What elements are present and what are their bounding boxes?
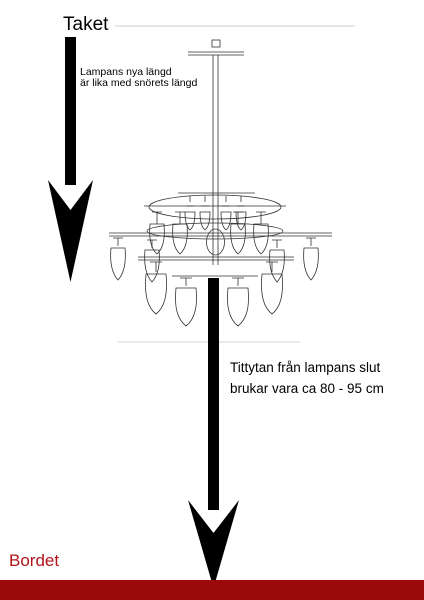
table-surface — [0, 580, 424, 600]
lamp-length-note-line1: Lampans nya längd — [80, 66, 172, 78]
table-label: Bordet — [9, 551, 60, 570]
chandelier-drawing — [109, 39, 332, 327]
lamp-length-arrow — [48, 37, 93, 282]
viewing-distance-arrow — [188, 278, 239, 588]
ceiling-label: Taket — [63, 14, 109, 35]
viewing-distance-line2: brukar vara ca 80 - 95 cm — [230, 381, 384, 396]
lamp-length-note-line2: är lika med snörets längd — [80, 77, 198, 89]
viewing-distance-note: Tittytan från lampans slut brukar vara c… — [230, 357, 384, 399]
lamp-length-note: Lampans nya längd är lika med snörets lä… — [80, 67, 197, 89]
viewing-distance-line1: Tittytan från lampans slut — [230, 360, 381, 375]
